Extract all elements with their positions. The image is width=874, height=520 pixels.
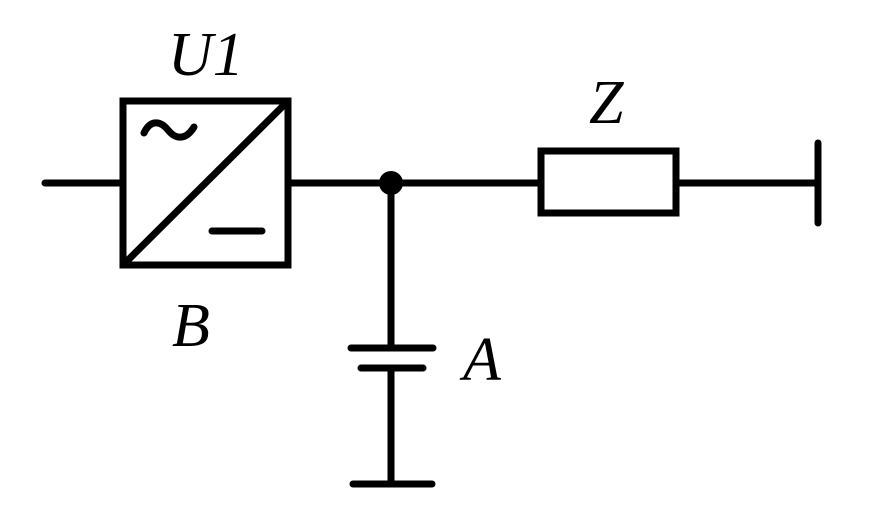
capacitor-label: A	[459, 326, 502, 394]
resistor-icon	[537, 147, 680, 217]
converter-name-label: U1	[168, 21, 244, 89]
ac-dc-converter-icon	[119, 97, 292, 269]
impedance-label: Z	[589, 69, 624, 137]
ac-wave-icon	[140, 119, 198, 141]
converter-sub-label: B	[172, 292, 210, 360]
